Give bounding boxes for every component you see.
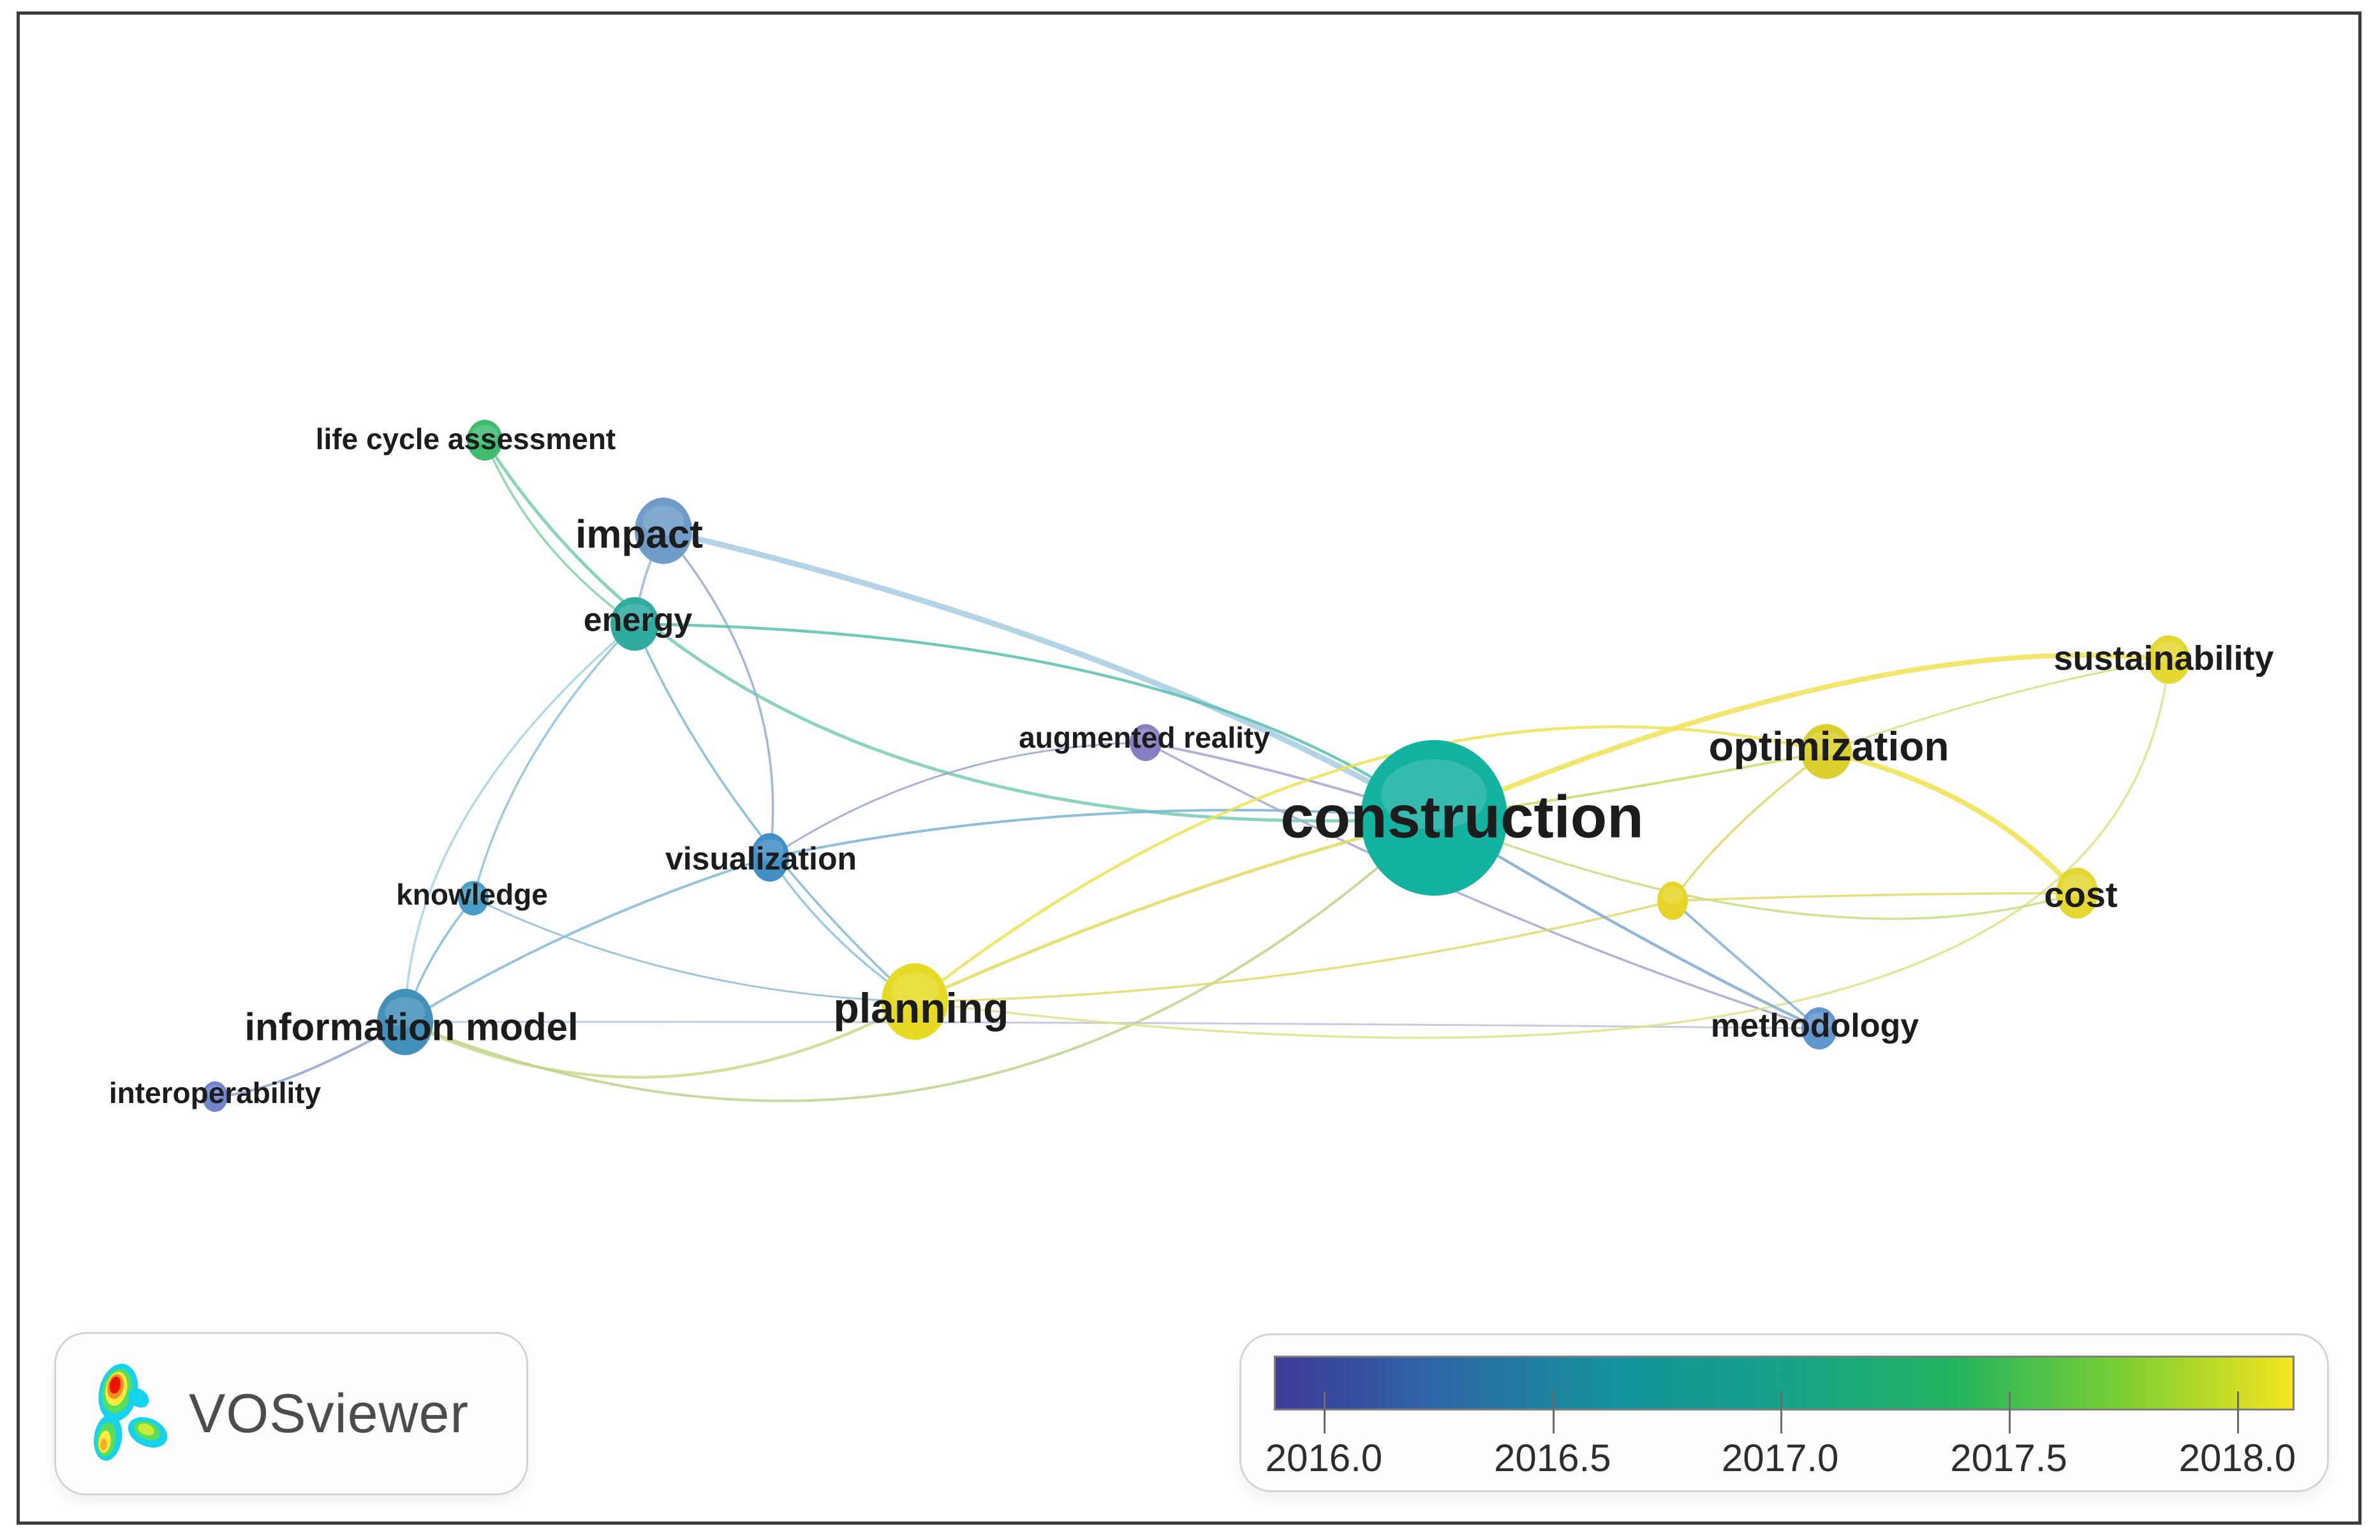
node-layer (202, 420, 2190, 1112)
colorbar-tick-mark (1552, 1391, 1555, 1433)
node-highlight-optimization (1808, 730, 1845, 756)
colorbar-tick-label: 2016.0 (1265, 1437, 1383, 1479)
node-label-cost: cost (2044, 875, 2117, 915)
overlay-colorbar-panel: 2016.0 2016.5 2017.0 2017.5 2018.0 (1239, 1333, 2329, 1492)
edge-life-cycle-assessment--energy (484, 439, 636, 625)
edge-construction--cost (1433, 817, 2078, 920)
node-label-augmented-reality: augmented reality (1019, 721, 1270, 754)
edge-unlabeled-term--optimization (1671, 750, 1828, 902)
edge-life-cycle-assessment--construction (483, 438, 1436, 823)
edge-optimization--cost (1824, 749, 2080, 896)
edge-visualization--augmented-reality (769, 741, 1147, 859)
edge-construction--methodology (1432, 816, 1821, 1030)
node-highlight-planning (891, 973, 939, 1007)
edge-knowledge--planning (472, 897, 916, 1003)
node-label-sustainability: sustainability (2053, 639, 2273, 677)
node-interoperability[interactable] (202, 1081, 228, 1112)
node-visualization[interactable] (751, 833, 789, 882)
node-highlight-knowledge (462, 885, 485, 901)
edge-unlabeled-term--cost (1671, 892, 2078, 902)
node-highlight-energy (617, 603, 653, 628)
edge-energy--planning (633, 623, 916, 1003)
colorbar-tick-mark (1780, 1391, 1782, 1433)
edge-impact--visualization (662, 529, 774, 859)
colorbar-tick-label: 2016.5 (1494, 1437, 1611, 1479)
edge-planning--sustainability (913, 658, 2170, 1039)
node-sustainability[interactable] (2148, 635, 2190, 684)
node-knowledge[interactable] (458, 881, 489, 915)
node-unlabeled-term[interactable] (1657, 882, 1688, 920)
edge-planning--optimization (913, 725, 1828, 1003)
edge-information-model--interoperability (214, 1021, 406, 1098)
node-label-impact: impact (575, 513, 703, 557)
node-label-construction: construction (1280, 783, 1643, 850)
node-impact[interactable] (635, 498, 692, 564)
colorbar-tick-mark (1324, 1391, 1326, 1433)
colorbar-tick-mark (2237, 1391, 2240, 1433)
edge-unlabeled-term--methodology (1671, 900, 1821, 1030)
edge-information-model--visualization (404, 856, 771, 1023)
colorbar-tick-label: 2017.5 (1950, 1437, 2067, 1479)
node-information-model[interactable] (377, 989, 433, 1055)
edge-construction--sustainability (1431, 653, 2171, 820)
edge-planning--unlabeled-term (913, 900, 1674, 1003)
edge-energy--information-model (404, 623, 636, 1023)
edge-planning--construction (913, 816, 1436, 1003)
colorbar-tick-label: 2017.0 (1721, 1437, 1839, 1479)
node-highlight-life-cycle-assessment (471, 425, 498, 443)
node-label-information-model: information model (244, 1006, 578, 1049)
node-label-visualization: visualization (665, 841, 857, 877)
edge-information-model--construction (404, 817, 1435, 1102)
edge-impact--construction (660, 528, 1437, 821)
node-highlight-sustainability (2154, 641, 2184, 663)
node-highlight-visualization (756, 839, 784, 861)
vosviewer-logo-text: VOSviewer (189, 1383, 469, 1444)
node-label-interoperability: interoperability (109, 1076, 322, 1109)
node-highlight-augmented-reality (1134, 729, 1157, 746)
colorbar-tick-label: 2018.0 (2178, 1437, 2296, 1479)
node-highlight-cost (2062, 874, 2092, 897)
node-optimization[interactable] (1801, 724, 1852, 779)
colorbar-gradient (1274, 1356, 2295, 1410)
label-layer: life cycle assessment impact energy knowled… (109, 422, 2274, 1109)
node-highlight-construction (1381, 759, 1487, 830)
edge-information-model--planning (403, 1000, 917, 1079)
node-label-life-cycle-assessment: life cycle assessment (316, 422, 616, 455)
vosviewer-heatmap-logo-icon (94, 1363, 168, 1461)
edge-optimization--sustainability (1825, 658, 2170, 753)
node-life-cycle-assessment[interactable] (467, 420, 503, 461)
node-augmented-reality[interactable] (1130, 724, 1162, 761)
edge-energy--knowledge (472, 623, 636, 900)
node-planning[interactable] (882, 963, 948, 1040)
node-label-optimization: optimization (1709, 723, 1949, 769)
node-label-methodology: methodology (1711, 1007, 1919, 1044)
node-construction[interactable] (1361, 740, 1507, 896)
node-cost[interactable] (2056, 868, 2098, 919)
colorbar-tick-mark (2009, 1391, 2011, 1433)
node-label-knowledge: knowledge (396, 878, 548, 911)
node-label-planning: planning (834, 984, 1009, 1032)
vosviewer-logo-panel: VOSviewer (54, 1332, 528, 1495)
node-highlight-unlabeled-term (1661, 886, 1684, 904)
node-label-energy: energy (584, 602, 693, 639)
node-highlight-interoperability (205, 1085, 225, 1099)
node-highlight-methodology (1806, 1012, 1833, 1032)
node-methodology[interactable] (1801, 1007, 1837, 1049)
node-energy[interactable] (610, 597, 659, 651)
node-highlight-impact (642, 506, 684, 536)
figure-border (17, 11, 2362, 1525)
node-highlight-information-model (385, 997, 425, 1027)
edge-augmented-reality--methodology (1144, 741, 1821, 1030)
edge-visualization--construction (769, 808, 1435, 859)
edge-layer (214, 438, 2171, 1102)
